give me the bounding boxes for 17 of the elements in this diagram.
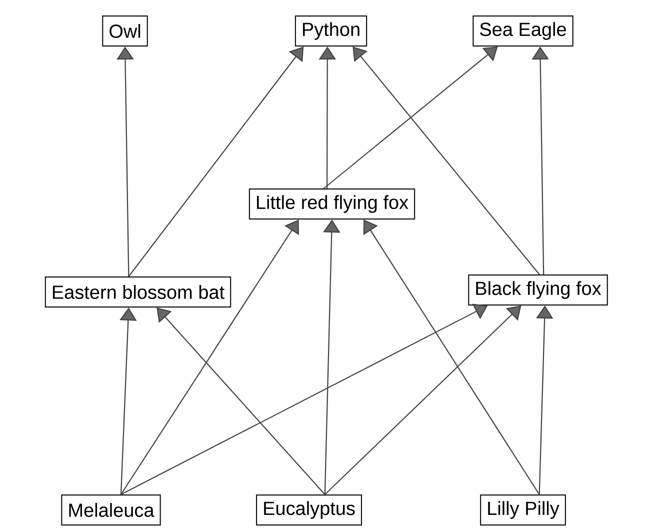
species-box: Lilly Pilly <box>480 494 566 526</box>
species-box: Little red flying fox <box>248 188 416 220</box>
arrow <box>128 46 304 277</box>
arrow <box>156 308 326 495</box>
species-box: Eastern blossom bat <box>44 276 232 308</box>
arrow <box>363 220 540 495</box>
species-box: Owl <box>102 16 148 46</box>
species-box: Black flying fox <box>468 274 608 306</box>
arrow <box>323 46 498 189</box>
arrow <box>318 46 336 188</box>
arrow <box>324 306 522 495</box>
species-box: Sea Eagle <box>472 16 574 46</box>
species-box: Python <box>294 16 368 46</box>
arrow <box>352 46 540 275</box>
arrow <box>120 220 299 495</box>
species-box: Melaleuca <box>61 494 161 526</box>
species-box: Eucalyptus <box>256 494 362 526</box>
